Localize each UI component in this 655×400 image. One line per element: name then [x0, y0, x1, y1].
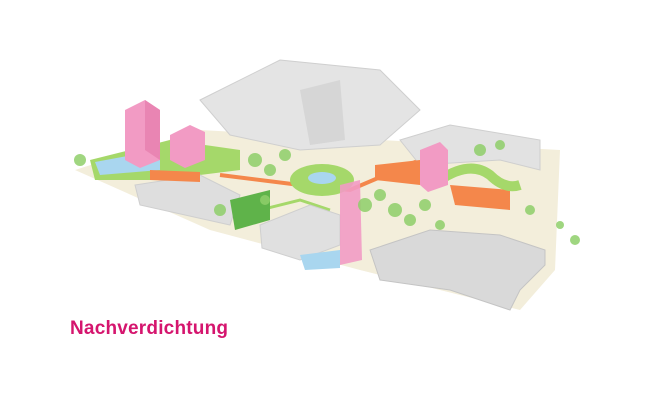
new-tower-right [420, 142, 448, 192]
new-tower-left-side [145, 100, 160, 160]
green-roof-right [437, 163, 522, 192]
orange-block-right [375, 160, 420, 185]
caption-title: Nachverdichtung [70, 318, 229, 339]
existing-building [300, 80, 345, 145]
blue-facade-mid [300, 250, 340, 270]
new-tower-mid [170, 125, 205, 168]
new-tower-center [340, 180, 362, 265]
ring-courtyard [308, 172, 336, 184]
orange-facade [150, 170, 200, 182]
orange-block-right-2 [450, 185, 510, 210]
trees [74, 140, 580, 245]
existing-building-southeast [369, 229, 546, 311]
